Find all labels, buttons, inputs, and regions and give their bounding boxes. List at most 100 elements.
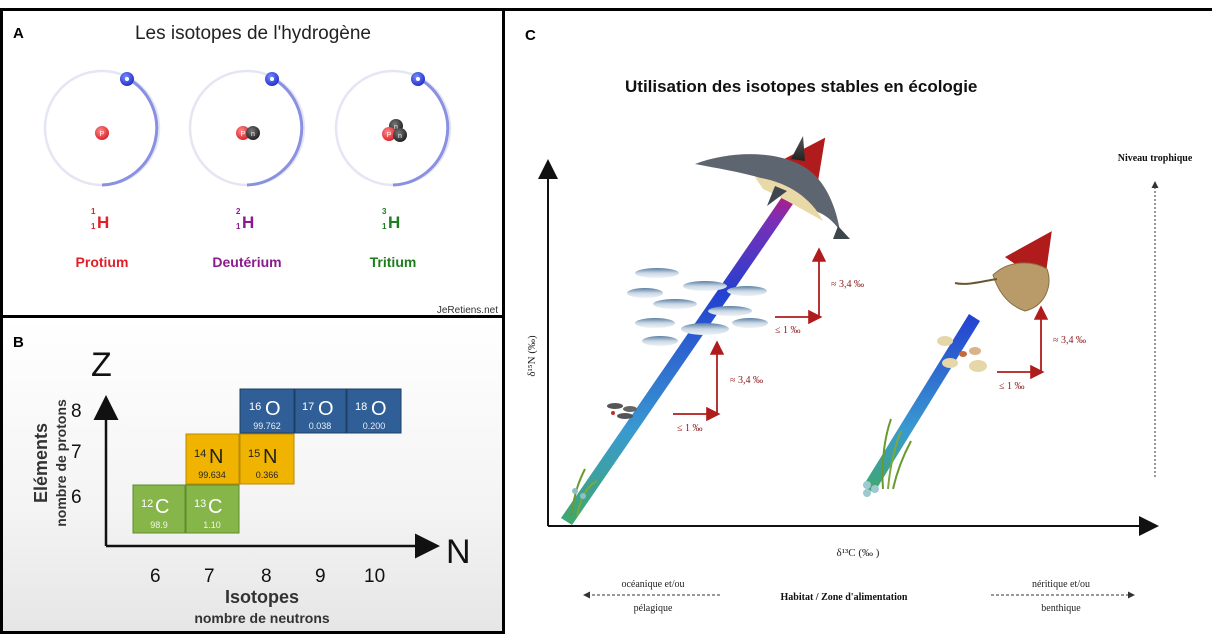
svg-text:1: 1: [91, 222, 96, 231]
protium-atom: P: [43, 69, 161, 187]
proton-icon: [236, 126, 250, 140]
panel-b-letter: B: [13, 334, 24, 351]
neutron-icon: [246, 126, 260, 140]
svg-text:≈ 3,4 ‰: ≈ 3,4 ‰: [1053, 335, 1086, 346]
svg-text:N: N: [263, 446, 277, 468]
trophic-level-label: Niveau trophique: [1118, 153, 1193, 164]
svg-text:13: 13: [194, 498, 206, 510]
svg-text:1: 1: [382, 222, 387, 231]
right-habitat-top: néritique et/ou: [1032, 579, 1090, 590]
svg-text:14: 14: [194, 448, 206, 460]
y-axis-title: Eléments: [31, 423, 51, 503]
svg-text:≤ 1 ‰: ≤ 1 ‰: [775, 325, 801, 336]
y-tick-6: 6: [71, 487, 82, 508]
pelagic-trophic-band: [561, 137, 826, 525]
svg-text:O: O: [371, 398, 387, 420]
protium-symbol: 1 1 H: [91, 207, 109, 232]
deuterium-label: Deutérium: [212, 254, 281, 270]
credit-label: JeRetiens.net: [437, 305, 498, 315]
svg-text:98.9: 98.9: [150, 520, 168, 530]
proton-icon: [95, 126, 109, 140]
svg-text:99.762: 99.762: [253, 421, 281, 431]
svg-text:O: O: [265, 398, 281, 420]
svg-text:P: P: [100, 131, 105, 138]
trophic-isotope-diagram: δ¹⁵N (‰) δ¹³C (‰ ) Niveau trophique: [526, 136, 1193, 614]
svg-text:18: 18: [355, 401, 367, 413]
svg-text:0.200: 0.200: [363, 421, 386, 431]
svg-text:H: H: [97, 213, 109, 232]
isotope-cell-n14: 14 N 99.634: [185, 433, 240, 485]
isotope-cell-o17: 17 O 0.038: [294, 388, 347, 434]
x-tick-6: 6: [150, 566, 161, 587]
svg-text:H: H: [242, 213, 254, 232]
left-habitat-bottom: pélagique: [634, 603, 673, 614]
svg-text:H: H: [388, 213, 400, 232]
dolphin-illustration: [695, 136, 850, 239]
isotope-cell-o16: 16 O 99.762: [239, 388, 295, 434]
benthic-step: ≤ 1 ‰ ≈ 3,4 ‰: [997, 305, 1086, 392]
n-axis-letter: N: [446, 533, 471, 571]
pelagic-step-2: ≤ 1 ‰ ≈ 3,4 ‰: [775, 247, 864, 336]
zooplankton-illustration: [607, 403, 637, 419]
isotope-cell-c13: 13 C 1.10: [185, 484, 240, 534]
svg-text:n: n: [394, 124, 398, 131]
svg-text:1: 1: [91, 207, 96, 216]
svg-text:≈ 3,4 ‰: ≈ 3,4 ‰: [831, 279, 864, 290]
x-tick-10: 10: [364, 566, 385, 587]
svg-text:P: P: [241, 131, 246, 138]
x-tick-9: 9: [315, 566, 326, 587]
panel-b: B Z N 8 7 6 6 7 8 9 10 Isotopes nombre d…: [0, 318, 505, 634]
x-axis-title: Isotopes: [225, 587, 299, 607]
c-x-axis-label: δ¹³C (‰ ): [837, 547, 880, 559]
tritium-symbol: 3 1 H: [382, 207, 400, 232]
svg-text:n: n: [398, 133, 402, 140]
y-axis-subtitle: nombre de protons: [53, 399, 69, 527]
tritium-atom: n P n: [334, 69, 452, 187]
svg-text:n: n: [251, 131, 255, 138]
x-tick-8: 8: [261, 566, 272, 587]
panel-a-letter: A: [13, 25, 24, 42]
protium-label: Protium: [76, 254, 129, 270]
panel-a-title: Les isotopes de l'hydrogène: [134, 23, 371, 44]
ray-illustration: [954, 262, 1050, 312]
pelagic-step-1: ≤ 1 ‰ ≈ 3,4 ‰: [673, 340, 763, 434]
isotope-table-chart: Z N 8 7 6 6 7 8 9 10 Isotopes nombre de …: [31, 346, 471, 626]
svg-text:0.038: 0.038: [309, 421, 332, 431]
y-tick-7: 7: [71, 442, 82, 463]
panel-c: C Utilisation des isotopes stables en éc…: [505, 8, 1212, 634]
svg-text:N: N: [209, 446, 223, 468]
svg-text:≤ 1 ‰: ≤ 1 ‰: [999, 381, 1025, 392]
proton-icon: [382, 127, 396, 141]
panel-c-letter: C: [525, 27, 536, 44]
benthic-invertebrates-illustration: [937, 336, 987, 372]
tritium-label: Tritium: [370, 254, 417, 270]
left-habitat-top: océanique et/ou: [621, 579, 684, 590]
svg-text:12: 12: [141, 498, 153, 510]
svg-text:P: P: [387, 132, 392, 139]
svg-text:99.634: 99.634: [198, 470, 226, 480]
habitat-label: Habitat / Zone d'alimentation: [781, 592, 908, 603]
isotope-cell-c12: 12 C 98.9: [132, 484, 186, 534]
seagrass-right-illustration: [863, 418, 912, 497]
svg-text:2: 2: [236, 207, 241, 216]
svg-text:1: 1: [236, 222, 241, 231]
svg-text:0.366: 0.366: [256, 470, 279, 480]
svg-text:3: 3: [382, 207, 387, 216]
seagrass-left-illustration: [570, 468, 598, 517]
svg-text:16: 16: [249, 401, 261, 413]
panel-c-title: Utilisation des isotopes stables en écol…: [625, 77, 978, 96]
x-axis-subtitle: nombre de neutrons: [194, 610, 330, 626]
svg-text:1.10: 1.10: [203, 520, 221, 530]
x-tick-7: 7: [204, 566, 215, 587]
svg-text:≤ 1 ‰: ≤ 1 ‰: [677, 423, 703, 434]
hydrogen-isotopes-diagram: P P n n P n 1 1: [43, 69, 498, 315]
svg-text:C: C: [208, 496, 222, 518]
svg-text:C: C: [155, 496, 169, 518]
z-axis-letter: Z: [91, 346, 112, 384]
svg-text:O: O: [318, 398, 334, 420]
y-tick-8: 8: [71, 401, 82, 422]
panel-a: A Les isotopes de l'hydrogène P P n: [0, 8, 505, 318]
svg-text:17: 17: [302, 401, 314, 413]
isotope-cell-o18: 18 O 0.200: [346, 388, 402, 434]
svg-text:≈ 3,4 ‰: ≈ 3,4 ‰: [730, 375, 763, 386]
